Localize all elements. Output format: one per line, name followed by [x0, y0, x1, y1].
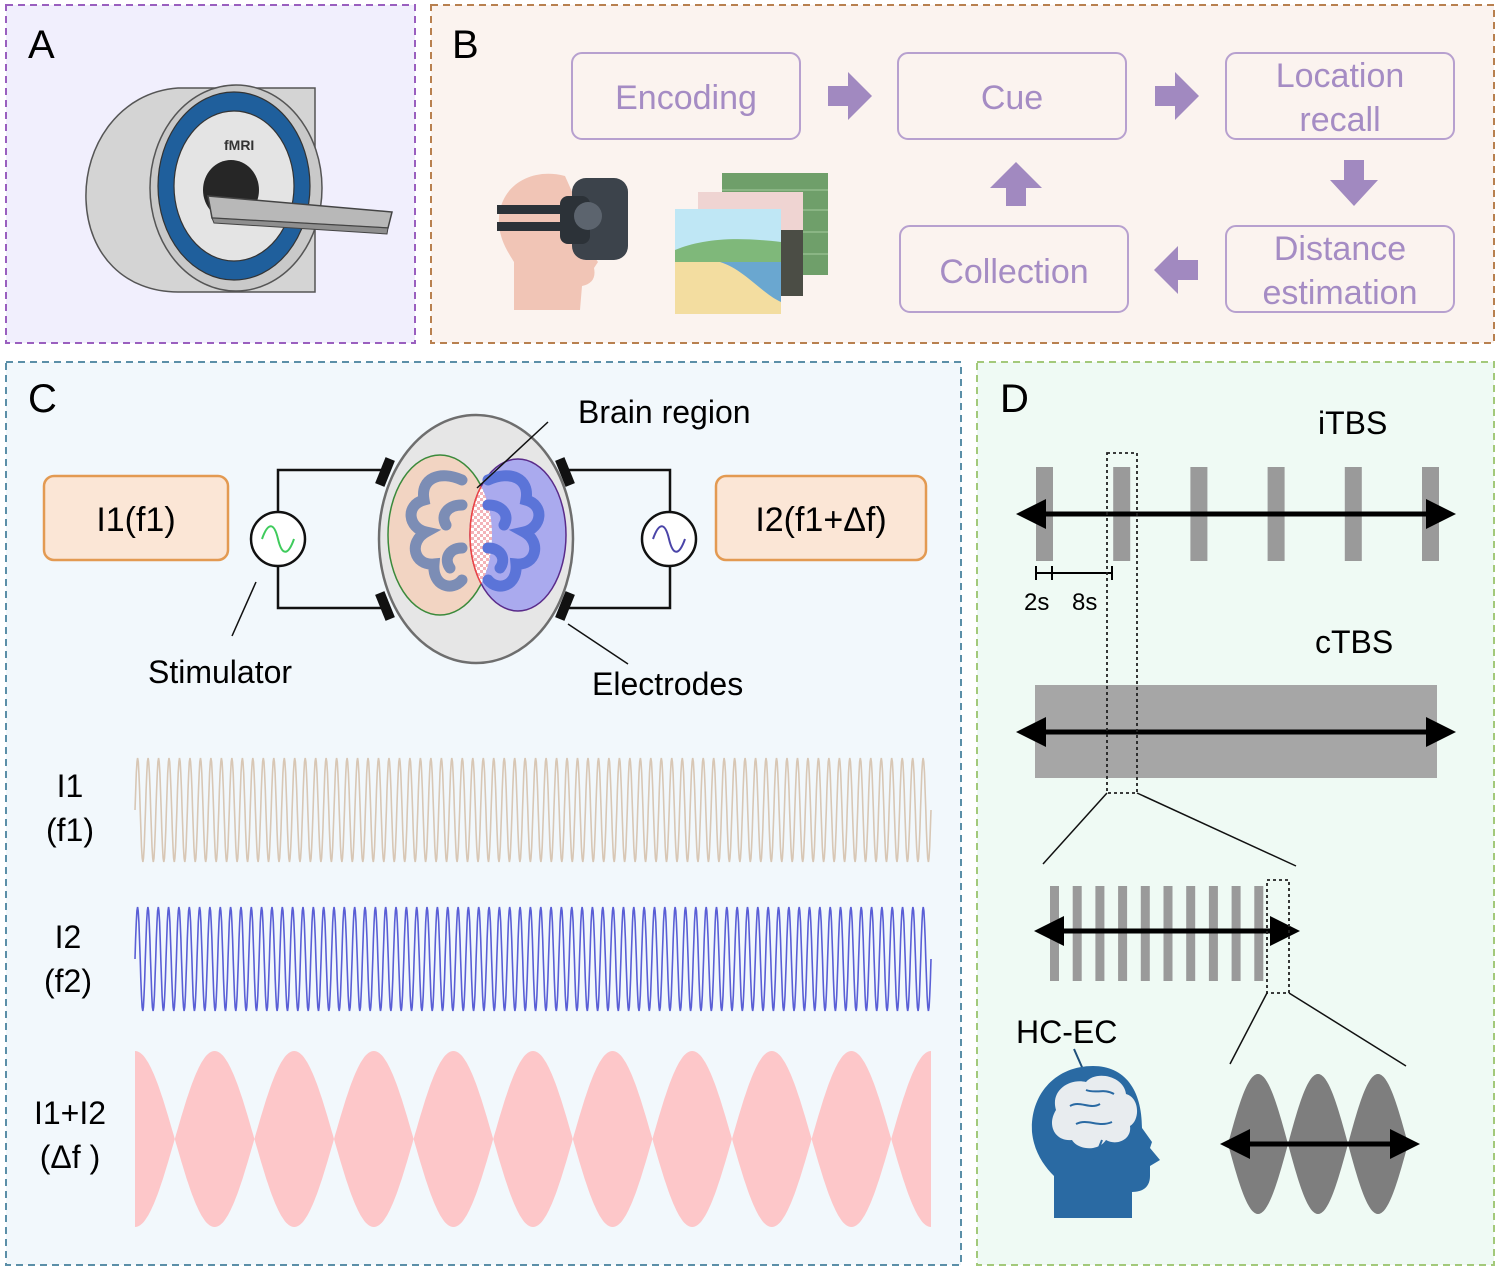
stimulator-pointer	[231, 581, 257, 637]
arrow-encoding-to-cue	[828, 72, 872, 120]
location-recall-box	[1225, 52, 1455, 140]
wave-2-label-2: (f2)	[44, 963, 92, 999]
brain-left-gyri	[405, 470, 468, 592]
panel-b-letter: B	[452, 23, 479, 67]
stimulator-right-icon	[640, 510, 698, 568]
circuit-wires	[276, 468, 672, 610]
panel-a-letter: A	[28, 23, 55, 67]
arrow-collection-to-cue	[990, 162, 1042, 206]
wave-i1	[134, 757, 932, 863]
arrow-distance-to-collection	[1154, 246, 1198, 294]
stimulator-left-icon	[249, 510, 307, 568]
interval-2s-label: 2s	[1024, 589, 1049, 616]
panel-d-letter: D	[1000, 377, 1029, 421]
electrodes-label: Electrodes	[592, 666, 743, 702]
arrow-recall-to-distance	[1330, 160, 1378, 206]
stimulator-label: Stimulator	[148, 654, 292, 690]
panel-c-letter: C	[28, 377, 57, 421]
interval-scale	[1035, 566, 1113, 580]
interval-8s-label: 8s	[1072, 589, 1097, 616]
panel-b: B Encoding Cue Location recall Distance …	[430, 4, 1495, 344]
itbs-label: iTBS	[1318, 405, 1387, 441]
panel-b-frame	[430, 4, 1495, 344]
wave-beat-envelope	[135, 1051, 931, 1227]
brain-region-pointer	[476, 421, 549, 489]
current-2-box	[714, 474, 928, 562]
wave-3-label-2: (Δf )	[40, 1139, 100, 1175]
distance-label-1: Distance	[1274, 230, 1406, 268]
encoding-box	[571, 52, 801, 140]
landscape-images-icon	[675, 173, 828, 314]
burst-zoom-line-right	[1288, 992, 1407, 1067]
distance-label-2: estimation	[1263, 274, 1418, 312]
zoom-selection-box	[1106, 452, 1138, 794]
mri-scanner-icon: fMRI	[85, 84, 393, 293]
fmri-label: fMRI	[224, 137, 254, 153]
ctbs-label: cTBS	[1315, 624, 1393, 660]
head-profile-icon	[1031, 1066, 1160, 1218]
collection-box	[899, 225, 1129, 313]
distance-estimation-box	[1225, 225, 1455, 313]
brain-region-label: Brain region	[578, 394, 751, 430]
burst-selection-box	[1266, 879, 1290, 994]
panel-c: C I1(f1) I2(f1+Δf)	[5, 361, 962, 1266]
location-recall-label-2: recall	[1299, 101, 1380, 139]
wave-2-label-1: I2	[55, 919, 82, 955]
current-2-label: I2(f1+Δf)	[755, 501, 886, 539]
wave-1-label-2: (f1)	[46, 812, 94, 848]
burst-zoom-line-left	[1229, 992, 1268, 1065]
brain-right-gyri	[482, 470, 545, 592]
cue-box	[897, 52, 1127, 140]
panel-d: D iTBS cTBS 2s 8s HC-EC	[976, 361, 1495, 1266]
location-recall-label-1: Location	[1276, 57, 1405, 95]
wave-3-label-1: I1+I2	[34, 1095, 106, 1131]
cue-label: Cue	[981, 79, 1043, 117]
electrodes	[375, 457, 575, 621]
current-1-box	[42, 474, 230, 562]
current-1-label: I1(f1)	[96, 501, 175, 539]
wave-1-label-1: I1	[57, 768, 84, 804]
zoom-line-left	[1042, 792, 1108, 865]
head-brain-diagram	[375, 413, 575, 665]
zoom-line-right	[1136, 792, 1297, 867]
arrow-cue-to-recall	[1155, 72, 1199, 120]
wave-i2	[134, 906, 932, 1012]
encoding-label: Encoding	[615, 79, 757, 117]
electrodes-pointer	[567, 623, 629, 665]
hc-ec-label: HC-EC	[1016, 1014, 1117, 1050]
itbs-bursts	[1036, 467, 1439, 561]
collection-label: Collection	[939, 253, 1088, 291]
panel-a: A fMRI	[5, 4, 416, 344]
vr-headset-icon	[497, 173, 628, 310]
